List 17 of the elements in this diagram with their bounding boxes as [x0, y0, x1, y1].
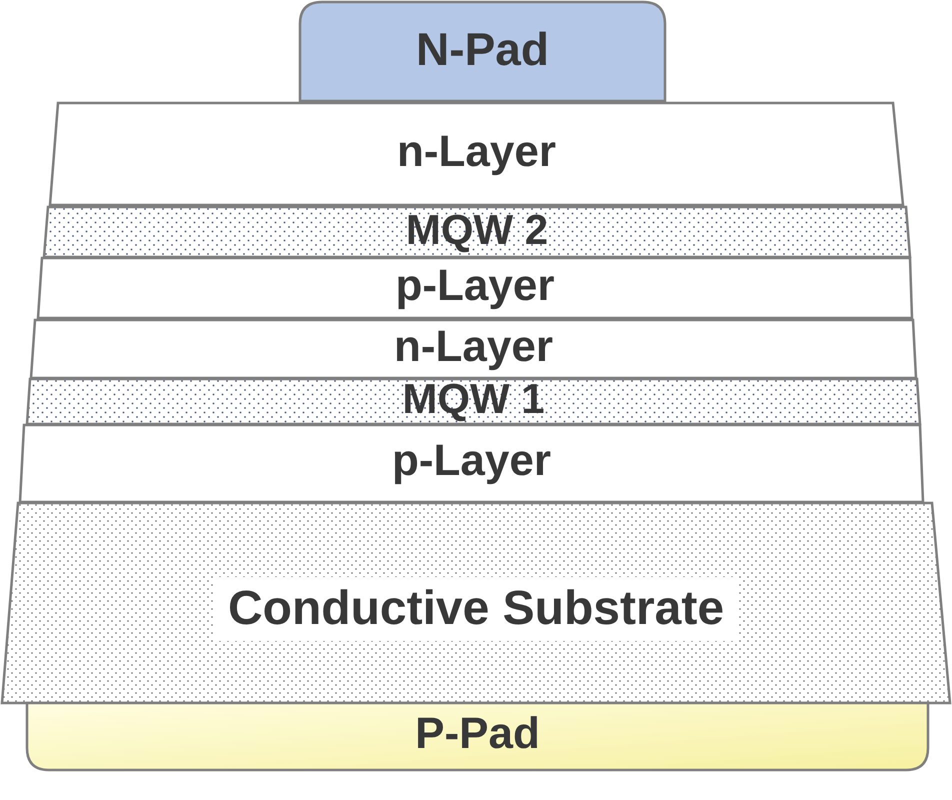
layer-label: n-Layer — [394, 324, 553, 369]
layer-label: N-Pad — [416, 26, 549, 72]
layer-label: P-Pad — [415, 712, 540, 756]
quantum-well-layer — [26, 378, 922, 426]
semiconductor-layer — [36, 256, 914, 320]
semiconductor-layer — [48, 102, 904, 206]
semiconductor-layer — [18, 424, 924, 504]
layer-label: MQW 2 — [406, 208, 548, 251]
layer-label: Conductive Substrate — [214, 576, 738, 641]
quantum-well-layer — [42, 206, 912, 258]
layer-label: MQW 1 — [402, 378, 545, 420]
semiconductor-layer — [30, 318, 918, 380]
layer-label: n-Layer — [397, 130, 556, 174]
p-pad — [26, 702, 930, 772]
n-pad — [298, 0, 666, 102]
layer-label: p-Layer — [392, 439, 551, 484]
layer-label: p-Layer — [396, 264, 554, 308]
